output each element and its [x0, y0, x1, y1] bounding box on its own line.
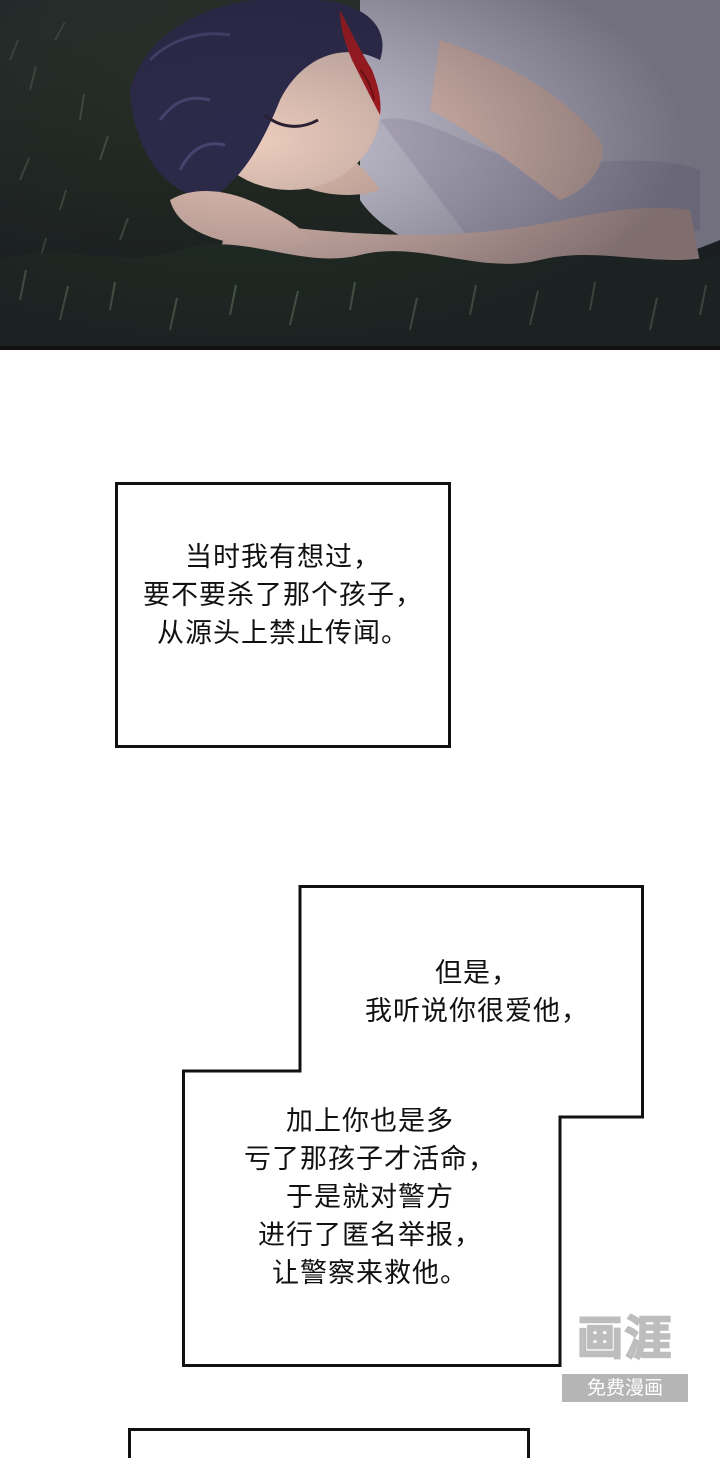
next-panel-edge	[128, 1428, 530, 1458]
caption-line: 但是，	[435, 958, 519, 989]
narration-box-2-text-top: 但是， 我听说你很爱他，	[312, 955, 642, 1031]
sleeping-boy-on-grass-illustration	[0, 0, 720, 346]
narration-box-1: 当时我有想过， 要不要杀了那个孩子， 从源头上禁止传闻。	[115, 482, 451, 748]
caption-line: 加上你也是多	[286, 1106, 454, 1137]
narration-box-1-text: 当时我有想过， 要不要杀了那个孩子， 从源头上禁止传闻。	[118, 539, 448, 653]
watermark-title: 画涯	[576, 1310, 673, 1366]
narration-box-2-text-bottom: 加上你也是多 亏了那孩子才活命， 于是就对警方 进行了匿名举报， 让警察来救他。	[182, 1103, 558, 1293]
narration-box-2-outline	[182, 885, 644, 1367]
caption-line: 我听说你很爱他，	[365, 996, 589, 1027]
caption-line: 进行了匿名举报，	[258, 1220, 482, 1251]
narration-box-2: 但是， 我听说你很爱他， 加上你也是多 亏了那孩子才活命， 于是就对警方 进行了…	[182, 885, 644, 1367]
caption-line: 当时我有想过，	[185, 542, 381, 573]
watermark-subtitle: 免费漫画	[562, 1374, 688, 1402]
caption-line: 亏了那孩子才活命，	[244, 1144, 496, 1175]
illustration-panel	[0, 0, 720, 350]
caption-line: 从源头上禁止传闻。	[157, 618, 409, 649]
caption-line: 让警察来救他。	[272, 1258, 468, 1289]
caption-line: 要不要杀了那个孩子，	[143, 580, 423, 611]
watermark-logo: 画涯 免费漫画	[562, 1302, 688, 1408]
caption-line: 于是就对警方	[286, 1182, 454, 1213]
